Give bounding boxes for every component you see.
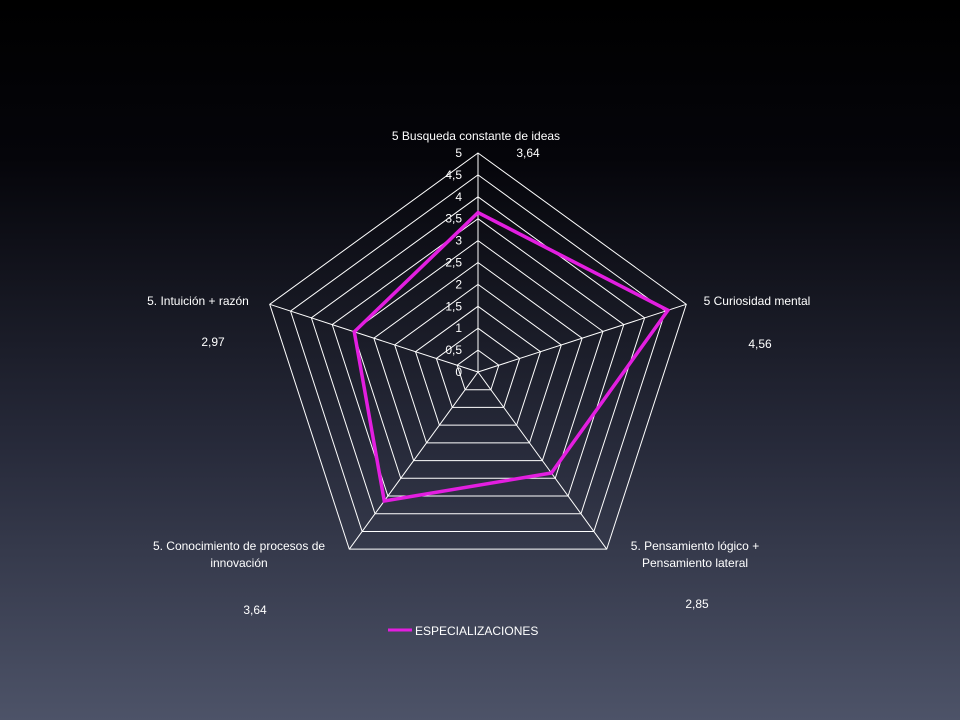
tick-label: 4,5 <box>445 168 462 182</box>
radial-tick-labels: 0 0,5 1 1,5 2 2,5 3 3,5 4 4,5 5 <box>445 146 462 379</box>
series-point <box>666 308 670 312</box>
tick-label: 4 <box>455 190 462 204</box>
series-point <box>352 330 356 334</box>
tick-label: 1 <box>455 321 462 335</box>
axis-label: 5 Curiosidad mental <box>704 294 811 308</box>
series-point <box>476 211 480 215</box>
data-label: 2,85 <box>685 597 709 611</box>
series-point <box>382 499 386 503</box>
tick-label: 0,5 <box>445 343 462 357</box>
tick-label: 2 <box>455 277 462 291</box>
axis-spoke <box>477 371 608 550</box>
tick-label: 3,5 <box>445 212 462 226</box>
grid-ring <box>414 305 542 426</box>
axis-label: 5 Busqueda constante de ideas <box>392 129 560 143</box>
grid-ring <box>331 218 625 497</box>
grid-ring <box>394 283 562 444</box>
axis-spoke <box>477 303 687 373</box>
data-label: 3,64 <box>516 146 540 160</box>
axis-labels: 5 Busqueda constante de ideas 5 Curiosida… <box>147 129 810 570</box>
data-label: 3,64 <box>243 603 267 617</box>
grid-ring <box>269 152 687 550</box>
data-label: 2,97 <box>201 335 225 349</box>
grid-ring <box>310 196 646 515</box>
tick-label: 0 <box>455 365 462 379</box>
tick-label: 3 <box>455 234 462 248</box>
grid-ring <box>352 239 604 479</box>
radar-grid <box>269 152 687 550</box>
tick-label: 1,5 <box>445 299 462 313</box>
grid-ring <box>373 261 583 462</box>
grid-ring <box>289 174 667 532</box>
series-line <box>352 210 671 503</box>
axis-label: 5. Pensamiento lógico +Pensamiento later… <box>631 539 759 570</box>
grid-ring <box>435 327 521 408</box>
legend-label: ESPECIALIZACIONES <box>415 624 538 638</box>
tick-label: 5 <box>455 146 462 160</box>
data-label: 4,56 <box>748 337 772 351</box>
legend: ESPECIALIZACIONES <box>388 624 538 638</box>
axis-spoke <box>269 303 479 373</box>
tick-label: 2,5 <box>445 256 462 270</box>
grid-ring <box>456 349 500 391</box>
axis-label: 5. Intuición + razón <box>147 294 249 308</box>
data-labels: 3,64 4,56 2,85 3,64 2,97 <box>201 146 772 617</box>
series-layer <box>352 210 671 503</box>
axis-spoke <box>348 371 479 550</box>
series-point <box>549 471 553 475</box>
